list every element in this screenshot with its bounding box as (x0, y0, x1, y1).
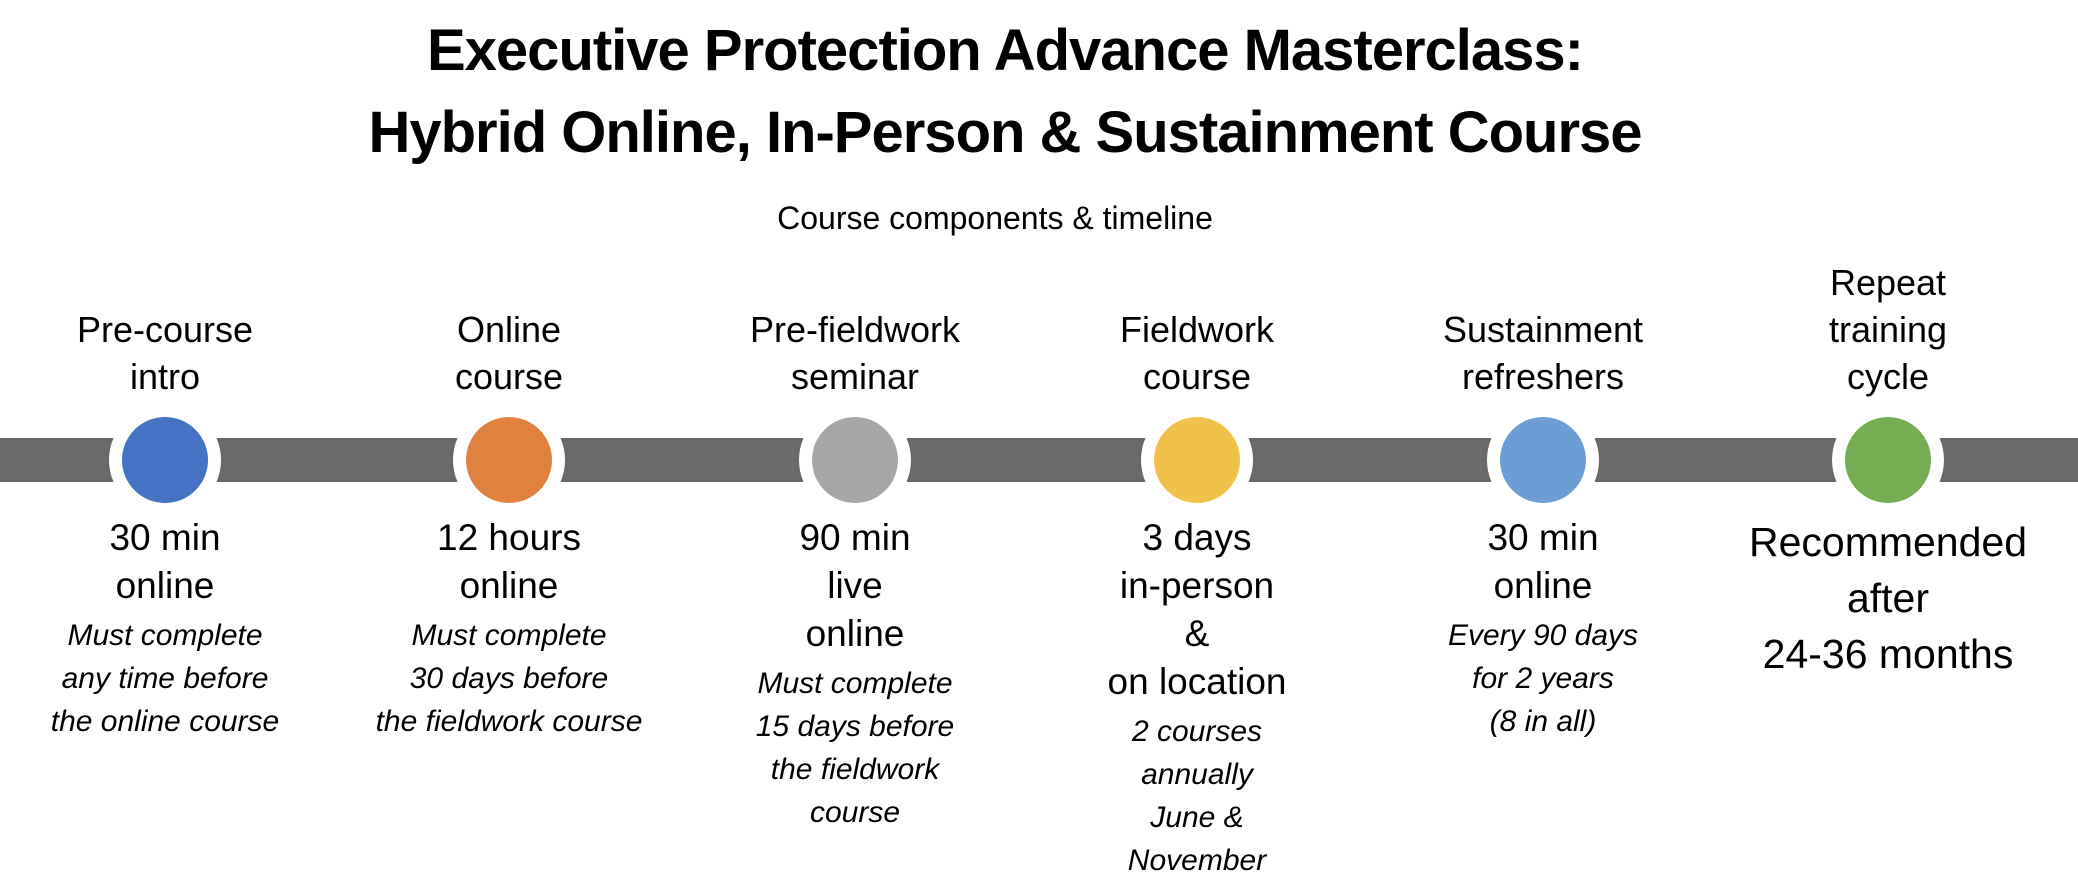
node-label-pre-course-intro: Pre-course intro (0, 306, 338, 400)
node-content-fieldwork-course: 3 days in-person & on location 2 courses annu… (1012, 514, 1382, 882)
node-detail-line: Recommended (1748, 519, 2028, 565)
node-note-line: June & (1150, 801, 1244, 834)
node-detail-line: after (1846, 575, 1930, 621)
node-label-line: Online (456, 309, 562, 350)
node-note: Must complete 15 days before the fieldwork… (670, 662, 1040, 834)
node-note-line: for 2 years (1472, 662, 1614, 695)
node-note-line: Every 90 days (1447, 619, 1639, 652)
node-note-line: annually (1141, 758, 1253, 791)
node-note-line: the fieldwork (770, 753, 940, 786)
node-detail-line: live (827, 565, 883, 606)
node-note-line: 30 days before (409, 662, 609, 695)
node-content-repeat-training-cycle: Recommended after 24-36 months (1703, 514, 2073, 682)
node-label-line: cycle (1846, 356, 1930, 397)
node-note-line: course (809, 796, 901, 829)
timeline-node-fieldwork-course: Fieldwork course 3 days in-person & on locati… (1024, 0, 1370, 892)
node-marker-pre-course-intro (122, 417, 208, 503)
node-marker-fieldwork-course (1154, 417, 1240, 503)
node-note-line: Must complete (757, 667, 953, 700)
node-note-line: the fieldwork course (375, 705, 643, 738)
node-label-pre-fieldwork-seminar: Pre-fieldwork seminar (682, 306, 1028, 400)
node-detail-line: 90 min (799, 517, 911, 558)
node-detail-line: 12 hours (437, 517, 581, 558)
node-detail: 12 hours online (324, 514, 694, 610)
node-detail: 30 min online (1358, 514, 1728, 610)
slide-title: Executive Protection Advance Masterclass… (0, 10, 2010, 174)
node-detail-line: on location (1107, 661, 1287, 702)
node-detail-line: 30 min (109, 517, 221, 558)
node-note-line: 2 courses (1131, 715, 1263, 748)
node-label-line: Sustainment (1442, 309, 1644, 350)
node-detail: 3 days in-person & on location (1012, 514, 1382, 706)
node-note-line: Must complete (411, 619, 607, 652)
node-label-line: intro (129, 356, 201, 397)
node-label-fieldwork-course: Fieldwork course (1024, 306, 1370, 400)
node-detail-line: online (1493, 565, 1593, 606)
node-label-repeat-training-cycle: Repeat training cycle (1715, 259, 2061, 400)
node-label-line: Pre-course (76, 309, 254, 350)
node-detail-line: 30 min (1487, 517, 1599, 558)
node-marker-online-course (466, 417, 552, 503)
node-note-line: Must complete (67, 619, 263, 652)
node-note-line: (8 in all) (1489, 705, 1597, 738)
node-note: Every 90 days for 2 years (8 in all) (1358, 614, 1728, 743)
node-label-line: Fieldwork (1119, 309, 1275, 350)
node-note-line: 15 days before (755, 710, 955, 743)
node-label-line: refreshers (1461, 356, 1625, 397)
node-label-line: Repeat (1829, 262, 1947, 303)
title-line-2: Hybrid Online, In-Person & Sustainment C… (368, 100, 1642, 165)
node-label-line: course (454, 356, 564, 397)
node-note: Must complete 30 days before the fieldwork… (324, 614, 694, 743)
node-detail-line: online (115, 565, 215, 606)
node-note-line: November (1127, 844, 1267, 877)
node-detail-line: & (1184, 613, 1210, 654)
node-detail: Recommended after 24-36 months (1703, 514, 2073, 682)
node-detail-line: in-person (1119, 565, 1275, 606)
node-label-sustainment-refreshers: Sustainment refreshers (1370, 306, 1716, 400)
node-note-line: any time before (61, 662, 269, 695)
node-detail-line: 3 days (1142, 517, 1252, 558)
node-marker-repeat-training-cycle (1845, 417, 1931, 503)
node-detail-line: online (805, 613, 905, 654)
title-line-1: Executive Protection Advance Masterclass… (426, 18, 1584, 83)
node-label-line: seminar (790, 356, 920, 397)
node-label-online-course: Online course (336, 306, 682, 400)
node-note-line: the online course (50, 705, 280, 738)
node-detail-line: online (459, 565, 559, 606)
node-label-line: Pre-fieldwork (749, 309, 961, 350)
node-marker-sustainment-refreshers (1500, 417, 1586, 503)
slide-subtitle: Course components & timeline (777, 200, 1213, 236)
node-detail: 90 min live online (670, 514, 1040, 658)
node-label-line: course (1142, 356, 1252, 397)
node-marker-pre-fieldwork-seminar (812, 417, 898, 503)
node-label-line: training (1828, 309, 1948, 350)
timeline-bar (0, 438, 2078, 482)
node-note: Must complete any time before the online c… (0, 614, 350, 743)
node-detail-line: 24-36 months (1762, 631, 2014, 677)
node-detail: 30 min online (0, 514, 350, 610)
